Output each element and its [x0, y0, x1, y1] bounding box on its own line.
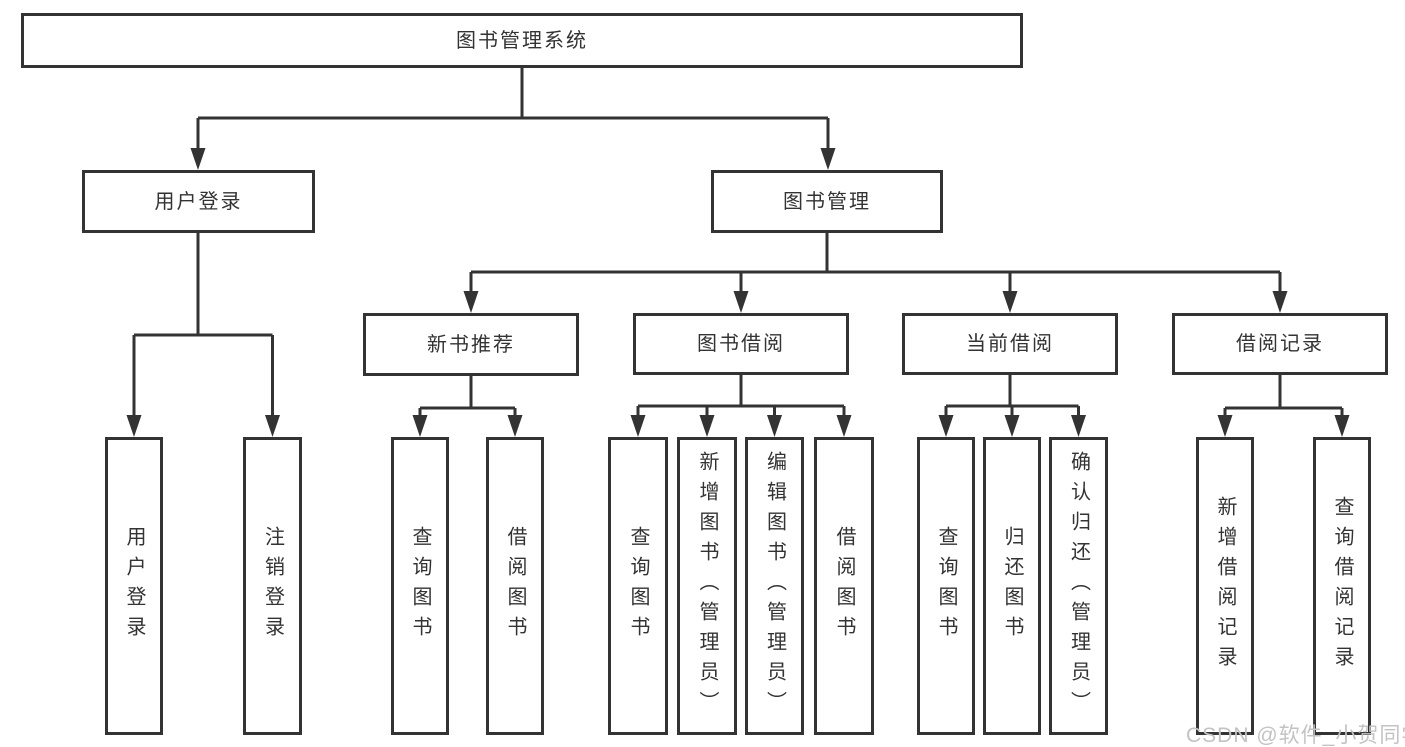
node-label: 编辑图书（管理员）: [763, 451, 786, 721]
node-root: 图书管理系统: [21, 13, 1023, 68]
node-label: 查询图书: [627, 526, 649, 646]
node-label: 新增借阅记录: [1214, 496, 1236, 676]
node-label: 注销登录: [261, 526, 284, 646]
node-label: 确认归还（管理员）: [1067, 451, 1090, 721]
node-label: 用户登录: [123, 526, 145, 646]
node-current-borrowing: 当前借阅: [902, 313, 1118, 375]
node-query-books-3: 查询图书: [917, 437, 975, 735]
node-label: 归还图书: [1001, 526, 1023, 646]
node-add-books-admin: 新增图书（管理员）: [677, 437, 737, 735]
node-label: 查询图书: [935, 526, 957, 646]
node-label: 查询借阅记录: [1331, 496, 1353, 676]
node-query-borrow-record: 查询借阅记录: [1313, 437, 1371, 735]
node-query-books-2: 查询图书: [608, 437, 668, 735]
node-label: 查询图书: [409, 526, 431, 646]
node-book-management: 图书管理: [711, 170, 943, 233]
node-book-borrowing: 图书借阅: [633, 313, 849, 375]
node-logout: 注销登录: [243, 437, 302, 735]
node-borrow-books-1: 借阅图书: [486, 437, 544, 735]
node-add-borrow-record: 新增借阅记录: [1196, 437, 1254, 735]
node-label: 借阅图书: [504, 526, 526, 646]
watermark: CSDN @软件_小贺同学: [1186, 724, 1405, 747]
node-user-login: 用户登录: [82, 170, 315, 233]
node-edit-books-admin: 编辑图书（管理员）: [745, 437, 804, 735]
node-borrowing-records: 借阅记录: [1172, 313, 1388, 375]
node-query-books-1: 查询图书: [391, 437, 449, 735]
node-confirm-return-admin: 确认归还（管理员）: [1049, 437, 1108, 735]
node-borrow-books-2: 借阅图书: [814, 437, 874, 735]
node-label: 新增图书（管理员）: [696, 451, 718, 721]
node-label: 借阅图书: [833, 526, 855, 646]
node-user-login-leaf: 用户登录: [105, 437, 163, 735]
node-return-books: 归还图书: [983, 437, 1041, 735]
node-new-book-recommendation: 新书推荐: [363, 313, 579, 376]
